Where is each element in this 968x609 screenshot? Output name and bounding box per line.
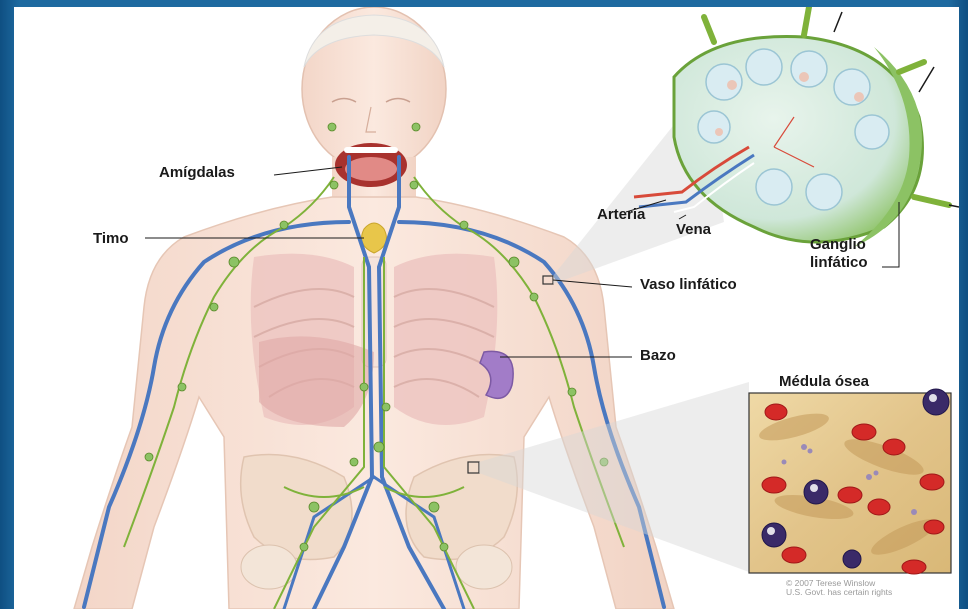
leader-lines: [14, 7, 959, 609]
label-artery: Arteria: [597, 206, 645, 223]
copyright-credit: © 2007 Terese Winslow U.S. Govt. has cer…: [786, 579, 892, 598]
credit-line-2: U.S. Govt. has certain rights: [786, 588, 892, 597]
label-marrow: Médula ósea: [779, 373, 869, 390]
label-vessel: Vaso linfático: [640, 276, 737, 293]
label-spleen: Bazo: [640, 347, 676, 364]
label-tonsils: Amígdalas: [159, 164, 235, 181]
label-node-line2: linfático: [810, 254, 868, 271]
diagram-panel: Amígdalas Timo Arteria Vena Ganglio linf…: [14, 7, 959, 609]
label-node-line1: Ganglio: [810, 236, 866, 253]
label-vein: Vena: [676, 221, 711, 238]
label-thymus: Timo: [93, 230, 129, 247]
